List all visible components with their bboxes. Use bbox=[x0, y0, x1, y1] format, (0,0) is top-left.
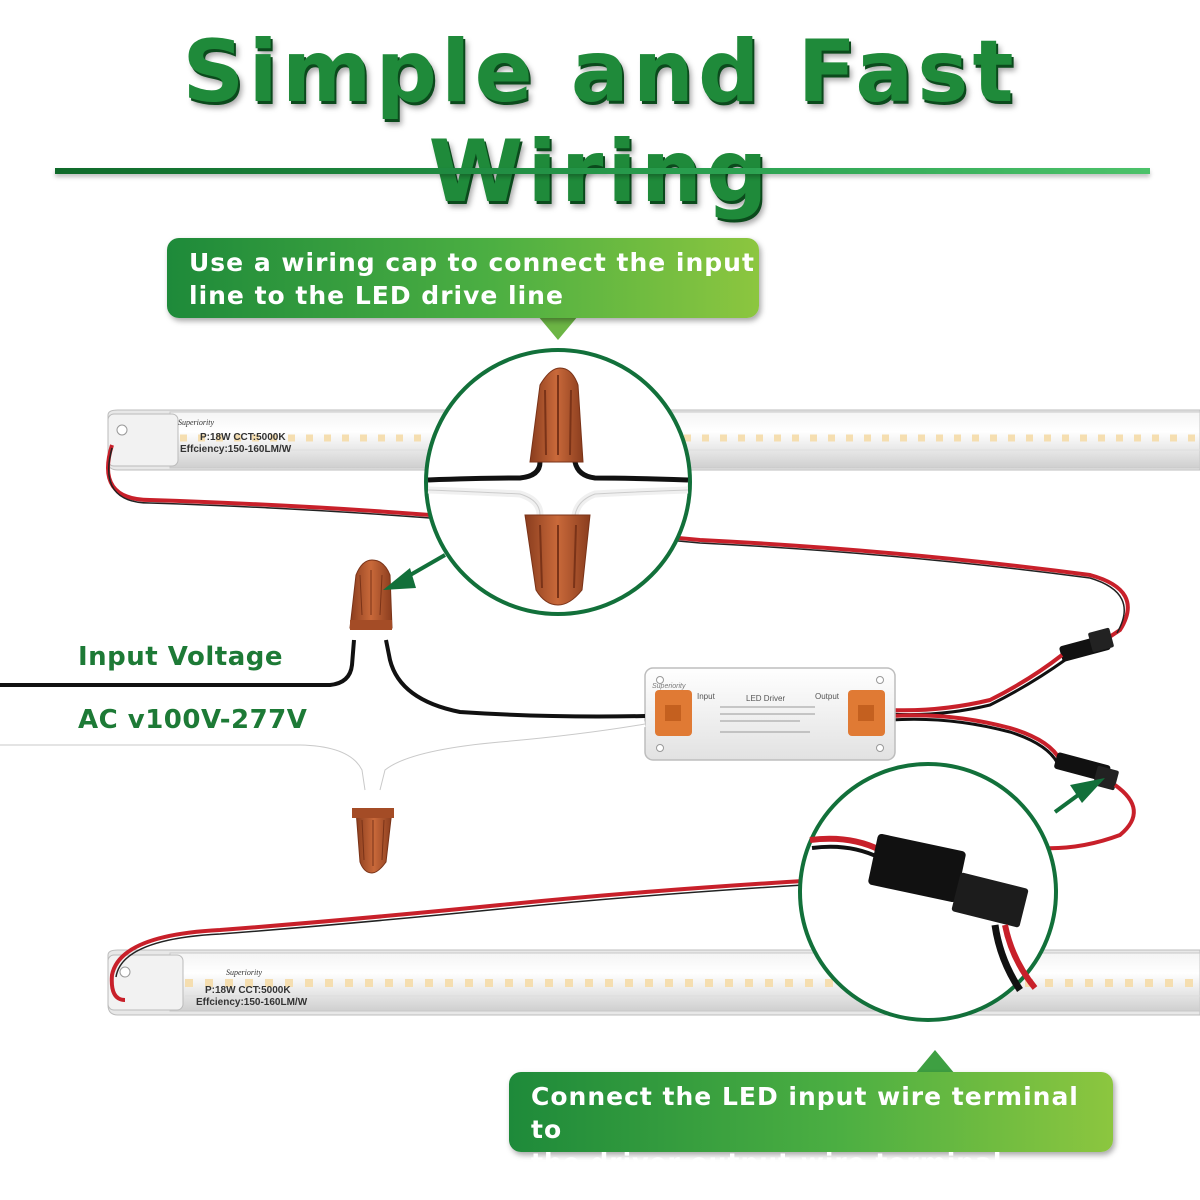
tube-top-brand: Superiority bbox=[178, 418, 214, 427]
input-white-wire bbox=[0, 742, 368, 791]
callout-bottom-line2: the driver output wire terminal bbox=[531, 1148, 1003, 1177]
driver-input-label: Input bbox=[697, 692, 715, 701]
input-black-wire bbox=[0, 639, 356, 687]
callout-top-line1: Use a wiring cap to connect the input bbox=[189, 248, 755, 277]
driver-title: LED Driver bbox=[746, 694, 786, 703]
tube-top-efficiency: Effciency:150-160LM/W bbox=[180, 444, 292, 455]
voltage-range-label: AC v100V-277V bbox=[78, 705, 308, 735]
callout-connector: Connect the LED input wire terminal to t… bbox=[509, 1072, 1113, 1177]
tube-bottom-brand: Superiority bbox=[226, 968, 262, 977]
tube-top-spec: P:18W CCT:5000K bbox=[200, 432, 286, 443]
led-driver bbox=[644, 667, 896, 761]
driver-brand: Superiority bbox=[652, 683, 686, 690]
callout-top-line2: line to the LED drive line bbox=[189, 281, 564, 310]
wiring-cap-icon bbox=[349, 559, 393, 630]
input-voltage-label: Input Voltage bbox=[78, 642, 283, 672]
connector-plug-icon bbox=[1059, 627, 1114, 662]
callout-wiring-cap: Use a wiring cap to connect the input li… bbox=[167, 238, 759, 318]
connector-plug-2 bbox=[1054, 752, 1119, 791]
wiring-cap-icon-2 bbox=[352, 808, 394, 874]
title-underline bbox=[55, 168, 1150, 174]
zoom-circle-wiring-cap bbox=[424, 348, 692, 616]
callout-bottom-line1: Connect the LED input wire terminal to bbox=[531, 1082, 1079, 1144]
zoom-circle-connector bbox=[798, 762, 1058, 1022]
arrow-icon bbox=[383, 553, 446, 590]
tube-bottom-efficiency: Effciency:150-160LM/W bbox=[196, 997, 308, 1008]
arrow-icon-2 bbox=[1053, 778, 1105, 814]
driver-output-label: Output bbox=[815, 692, 840, 701]
tube-bottom-spec: P:18W CCT:5000K bbox=[205, 985, 291, 996]
